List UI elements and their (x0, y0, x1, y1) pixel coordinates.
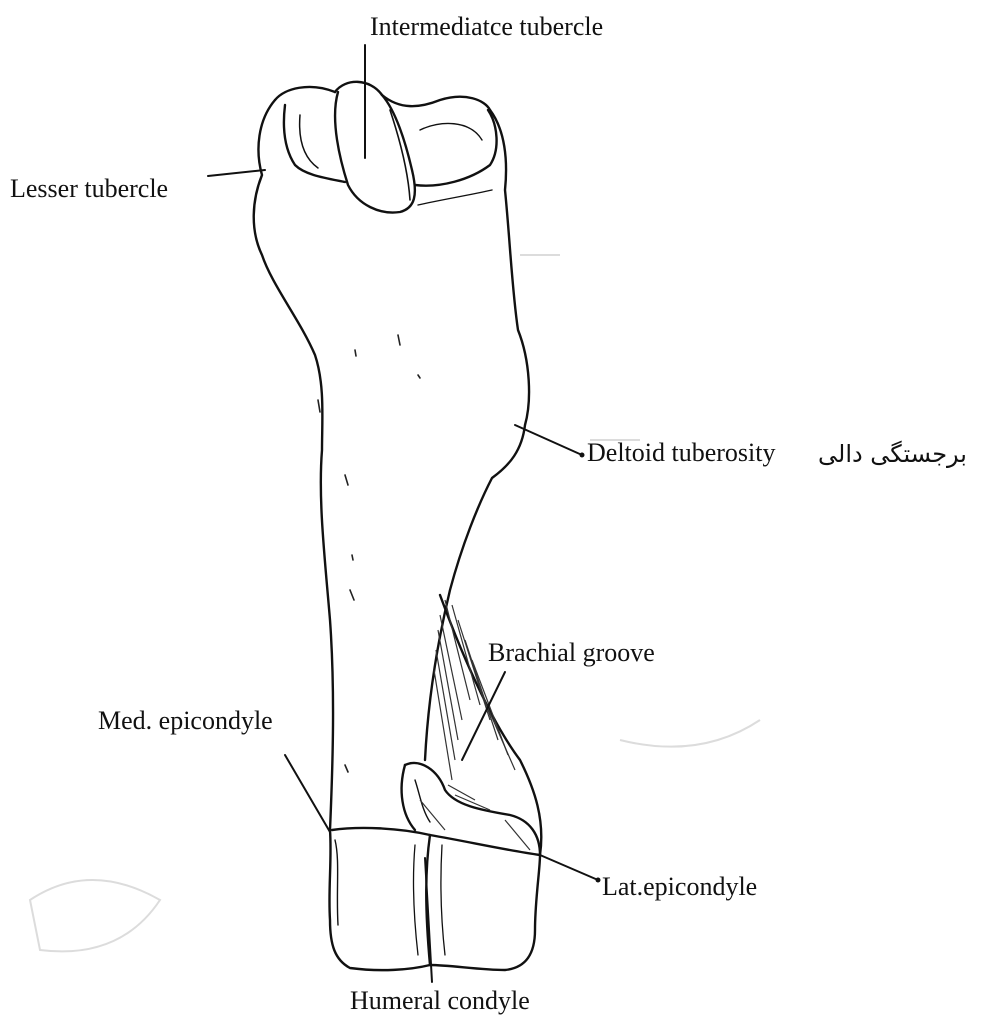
label-deltoid-tuberosity: Deltoid tuberosity (587, 440, 775, 466)
leader-lesser-tubercle (208, 170, 265, 176)
label-humeral-condyle: Humeral condyle (350, 988, 530, 1014)
leader-deltoid-tuberosity (515, 425, 582, 455)
leader-lat-epicondyle (540, 855, 598, 880)
leader-dots (580, 453, 601, 883)
humerus-bone (254, 82, 542, 970)
label-deltoid-tuberosity-persian: برجستگی دالی (818, 442, 967, 466)
leader-med-epicondyle (285, 755, 330, 832)
label-intermediate-tubercle: Intermediatce tubercle (370, 14, 603, 40)
label-lat-epicondyle: Lat.epicondyle (602, 874, 757, 900)
leader-brachial-groove (462, 672, 505, 760)
label-brachial-groove: Brachial groove (488, 640, 655, 666)
label-med-epicondyle: Med. epicondyle (98, 708, 273, 734)
label-lesser-tubercle: Lesser tubercle (10, 176, 168, 202)
bleed-through-marks (30, 255, 760, 951)
